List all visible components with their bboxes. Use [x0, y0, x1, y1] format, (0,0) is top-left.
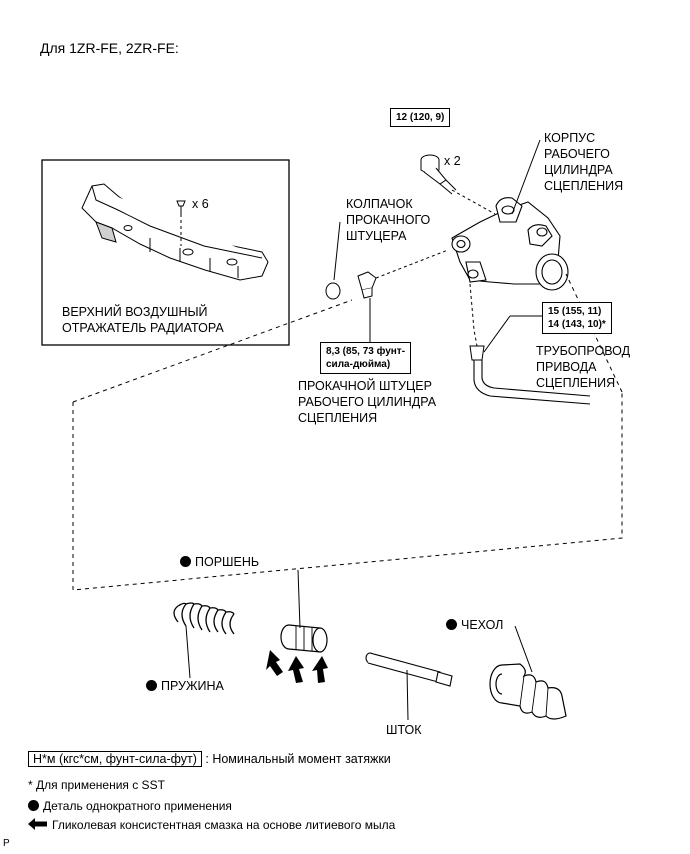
bleeder-label-line: РАБОЧЕГО ЦИЛИНДРА: [298, 395, 437, 409]
non-reusable-icon: [180, 556, 191, 567]
grease-arrow-icon: [312, 656, 328, 683]
legend-sst-note: * Для применения с SST: [28, 778, 165, 792]
housing-label-line: РАБОЧЕГО: [544, 147, 610, 161]
pipe-torque-box: 15 (155, 11) 14 (143, 10)*: [542, 302, 612, 334]
cap-label-line: ПРОКАЧНОГО: [346, 213, 431, 227]
bolt-quantity: x 2: [444, 154, 461, 168]
legend-torque: Н*м (кгс*см, фунт-сила-фут) : Номинальны…: [28, 751, 391, 767]
corner-letter: P: [3, 838, 10, 849]
bleeder-label-line: СЦЕПЛЕНИЯ: [298, 411, 378, 425]
grease-arrow-icon: [288, 656, 304, 683]
clip-quantity: x 6: [192, 197, 209, 211]
bolt-part: [420, 154, 457, 195]
piston-label-text: ПОРШЕНЬ: [195, 555, 260, 569]
bleeder-label: ПРОКАЧНОЙ ШТУЦЕР РАБОЧЕГО ЦИЛИНДРА СЦЕПЛ…: [298, 378, 436, 426]
pipe-torque-line: 15 (155, 11): [548, 306, 602, 317]
bleeder-torque-box: 8,3 (85, 73 фунт- сила-дюйма): [320, 342, 412, 374]
deflector-inset-frame: [41, 159, 290, 346]
grease-arrow-icon: [266, 650, 283, 676]
deflector-label-line: ВЕРХНИЙ ВОЗДУШНЫЙ: [62, 305, 208, 319]
spring-label: ПРУЖИНА: [146, 678, 224, 694]
cap-label: КОЛПАЧОК ПРОКАЧНОГО ШТУЦЕРА: [346, 196, 430, 244]
deflector-label: ВЕРХНИЙ ВОЗДУШНЫЙ ОТРАЖАТЕЛЬ РАДИАТОРА: [62, 304, 224, 336]
bleeder-torque-line: сила-дюйма): [326, 359, 391, 370]
grease-arrows: [266, 650, 328, 683]
rod-label: ШТОК: [386, 723, 422, 737]
grease-arrow-icon: [28, 818, 47, 830]
page-title: Для 1ZR-FE, 2ZR-FE:: [40, 40, 179, 56]
pipe-label-line: ПРИВОДА: [536, 360, 597, 374]
boot-part: [489, 663, 567, 720]
non-reusable-text: Деталь однократного применения: [43, 799, 232, 813]
spring-part: [173, 602, 235, 635]
cap-label-line: ШТУЦЕРА: [346, 229, 407, 243]
pipe-label-line: ТРУБОПРОВОД: [536, 344, 631, 358]
piston-part: [280, 624, 328, 653]
housing-label: КОРПУС РАБОЧЕГО ЦИЛИНДРА СЦЕПЛЕНИЯ: [544, 130, 623, 194]
legend-non-reusable: Деталь однократного применения: [28, 798, 232, 814]
bleeder-torque-line: 8,3 (85, 73 фунт-: [326, 346, 406, 357]
spring-label-text: ПРУЖИНА: [161, 679, 224, 693]
torque-desc: : Номинальный момент затяжки: [205, 752, 391, 766]
non-reusable-icon: [28, 800, 39, 811]
release-cylinder-housing-part: [451, 197, 569, 291]
grease-text: Гликолевая консистентная смазка на основ…: [52, 818, 396, 832]
bolt-torque-box: 12 (120, 9): [390, 108, 451, 127]
radiator-deflector-part: [81, 183, 269, 281]
housing-label-line: СЦЕПЛЕНИЯ: [544, 179, 624, 193]
non-reusable-icon: [146, 680, 157, 691]
boot-label-text: ЧЕХОЛ: [461, 618, 504, 632]
boot-label: ЧЕХОЛ: [446, 617, 503, 633]
bleeder-cap-part: [325, 282, 341, 300]
cap-label-line: КОЛПАЧОК: [346, 197, 413, 211]
pipe-torque-line: 14 (143, 10)*: [548, 319, 606, 330]
non-reusable-icon: [446, 619, 457, 630]
housing-label-line: ЦИЛИНДРА: [544, 163, 613, 177]
torque-unit-box: Н*м (кгс*см, фунт-сила-фут): [28, 751, 202, 767]
legend-grease: Гликолевая консистентная смазка на основ…: [28, 817, 395, 833]
deflector-clip-part: [176, 200, 186, 214]
housing-label-line: КОРПУС: [544, 131, 596, 145]
bleeder-label-line: ПРОКАЧНОЙ ШТУЦЕР: [298, 379, 432, 393]
deflector-label-line: ОТРАЖАТЕЛЬ РАДИАТОРА: [62, 321, 224, 335]
release-tube-part: [469, 283, 591, 405]
piston-label: ПОРШЕНЬ: [180, 554, 259, 570]
push-rod-part: [365, 652, 453, 687]
bleeder-plug-part: [357, 271, 377, 299]
pipe-label-line: СЦЕПЛЕНИЯ: [536, 376, 616, 390]
pipe-label: ТРУБОПРОВОД ПРИВОДА СЦЕПЛЕНИЯ: [536, 343, 630, 391]
